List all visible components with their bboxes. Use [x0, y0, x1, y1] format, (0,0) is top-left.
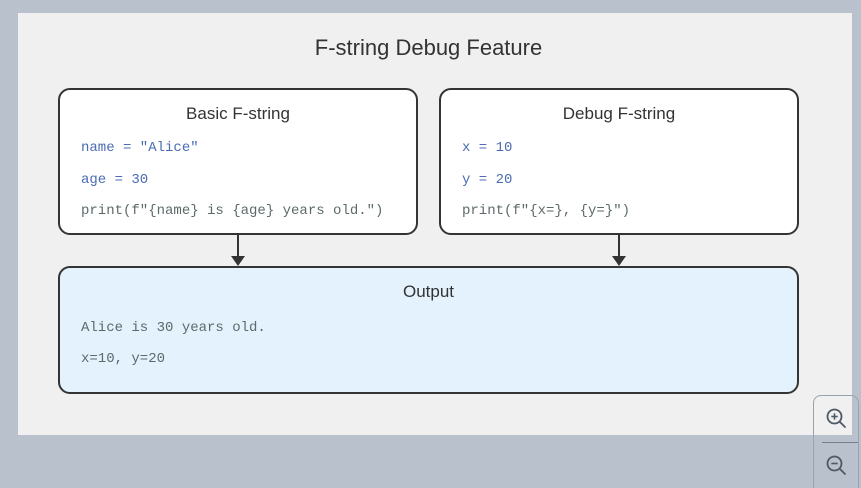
- code-line: age = 30: [81, 172, 149, 188]
- output-line: Alice is 30 years old.: [81, 320, 266, 336]
- arrow-basic-to-output: [231, 235, 245, 266]
- zoom-out-button[interactable]: [814, 443, 858, 488]
- node-output: Output Alice is 30 years old. x=10, y=20: [58, 266, 799, 394]
- diagram-title: F-string Debug Feature: [314, 35, 543, 60]
- arrowhead-icon: [612, 256, 626, 266]
- arrow-debug-to-output: [612, 235, 626, 266]
- node-title: Basic F-string: [186, 104, 290, 123]
- node-basic-fstring: Basic F-string name = "Alice" age = 30 p…: [58, 88, 418, 235]
- zoom-in-button[interactable]: [814, 396, 858, 442]
- zoom-control-panel: [813, 395, 859, 488]
- code-line: x = 10: [462, 140, 513, 156]
- code-line: print(f"{name} is {age} years old."): [81, 203, 384, 219]
- zoom-out-icon: [825, 454, 847, 479]
- zoom-in-icon: [825, 407, 847, 432]
- arrow-shaft: [237, 235, 239, 256]
- node-title: Output: [402, 282, 455, 301]
- arrow-shaft: [618, 235, 620, 256]
- node-debug-fstring: Debug F-string x = 10 y = 20 print(f"{x=…: [439, 88, 799, 235]
- code-line: y = 20: [462, 172, 513, 188]
- divider: [822, 442, 858, 443]
- node-title: Debug F-string: [562, 104, 676, 123]
- arrowhead-icon: [231, 256, 245, 266]
- diagram-canvas: F-string Debug Feature Basic F-string na…: [18, 13, 852, 435]
- code-line: name = "Alice": [81, 140, 199, 156]
- output-line: x=10, y=20: [81, 351, 166, 367]
- code-line: print(f"{x=}, {y=}"): [462, 203, 631, 219]
